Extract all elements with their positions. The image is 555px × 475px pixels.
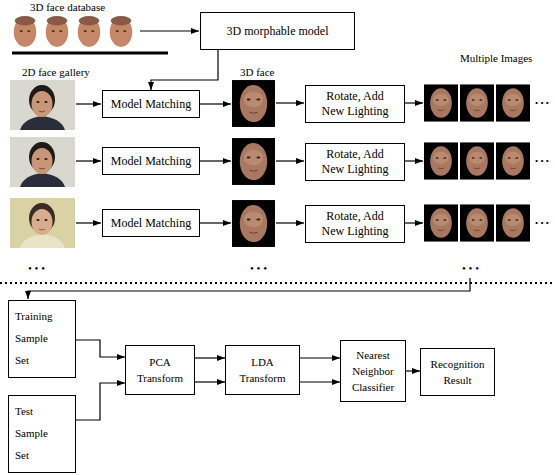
section-label: 3D face database [30, 1, 105, 14]
process-box: LDA Transform [225, 345, 300, 395]
result-box: Recognition Result [420, 348, 495, 396]
process-box: Rotate, Add New Lighting [305, 143, 405, 181]
box-text: Rotate, Add New Lighting [318, 209, 392, 239]
box-text: PCA Transform [131, 354, 189, 386]
face-3d [232, 80, 275, 127]
process-box: Model Matching [102, 209, 200, 237]
box-text: Recognition Result [426, 356, 489, 388]
flow-arrow [405, 160, 423, 161]
model-box: 3D morphable model [200, 12, 355, 50]
flow-arrow [200, 103, 231, 104]
flow-arrow [276, 160, 304, 161]
face-3d [232, 138, 275, 185]
flow-arrow [76, 383, 125, 420]
box-text: 3D morphable model [207, 24, 348, 39]
rendered-face [460, 142, 494, 179]
ellipsis-mark: • • • [462, 262, 479, 275]
box-text: LDA Transform [231, 354, 294, 386]
section-label: Multiple Images [460, 52, 532, 65]
sample-box: Training Sample Set [8, 300, 76, 378]
flow-arrow [405, 222, 423, 223]
box-text: Training Sample Set [15, 305, 61, 371]
flow-arrow [200, 160, 231, 161]
sample-box: Test Sample Set [8, 395, 76, 473]
process-box: PCA Transform [125, 345, 195, 395]
database-face [14, 16, 37, 47]
gallery-photo [10, 80, 75, 130]
gallery-photo [10, 137, 75, 187]
flow-arrow [195, 357, 225, 358]
process-box: Nearest Neighbor Classifier [340, 340, 406, 402]
rendered-face [424, 142, 458, 179]
rendered-face [496, 204, 530, 241]
process-box: Rotate, Add New Lighting [305, 85, 405, 123]
rendered-face [424, 84, 458, 121]
flow-arrow [405, 102, 423, 103]
box-text: Rotate, Add New Lighting [318, 147, 392, 177]
ellipsis-mark: • • • [535, 97, 549, 110]
database-face [78, 16, 101, 47]
ellipsis-mark: • • • [535, 155, 549, 168]
rendered-face [460, 84, 494, 121]
ellipsis-mark: • • • [250, 262, 267, 275]
flow-arrow [300, 357, 340, 358]
section-label: 2D face gallery [22, 66, 90, 79]
box-text: Nearest Neighbor Classifier [346, 347, 400, 395]
box-text: Model Matching [107, 154, 195, 169]
database-face [110, 16, 133, 47]
box-text: Model Matching [107, 216, 195, 231]
flow-arrow [151, 50, 218, 90]
rendered-face [424, 204, 458, 241]
flow-arrow [276, 222, 304, 223]
section-label: 3D face [240, 66, 275, 79]
feed-arrow [28, 278, 470, 299]
process-box: Model Matching [102, 90, 200, 118]
flow-arrow [76, 160, 101, 161]
underline-bar [12, 52, 168, 55]
flow-arrow [300, 381, 340, 382]
flow-arrow [200, 222, 231, 223]
flow-arrow [76, 103, 101, 104]
gallery-photo [10, 198, 75, 248]
flow-arrow [195, 381, 225, 382]
process-box: Rotate, Add New Lighting [305, 205, 405, 243]
database-face [46, 16, 69, 47]
flow-arrow [406, 370, 420, 371]
flow-arrow [140, 30, 199, 31]
rendered-face [496, 142, 530, 179]
face-3d [232, 200, 275, 247]
rendered-face [460, 204, 494, 241]
ellipsis-mark: • • • [535, 217, 549, 230]
flow-arrow [76, 222, 101, 223]
box-text: Rotate, Add New Lighting [318, 89, 392, 119]
flow-arrow [76, 340, 125, 357]
dotted-divider [0, 282, 555, 284]
process-box: Model Matching [102, 147, 200, 175]
box-text: Test Sample Set [15, 400, 61, 466]
rendered-face [496, 84, 530, 121]
flow-arrow [276, 102, 304, 103]
ellipsis-mark: • • • [28, 262, 45, 275]
box-text: Model Matching [107, 97, 195, 112]
